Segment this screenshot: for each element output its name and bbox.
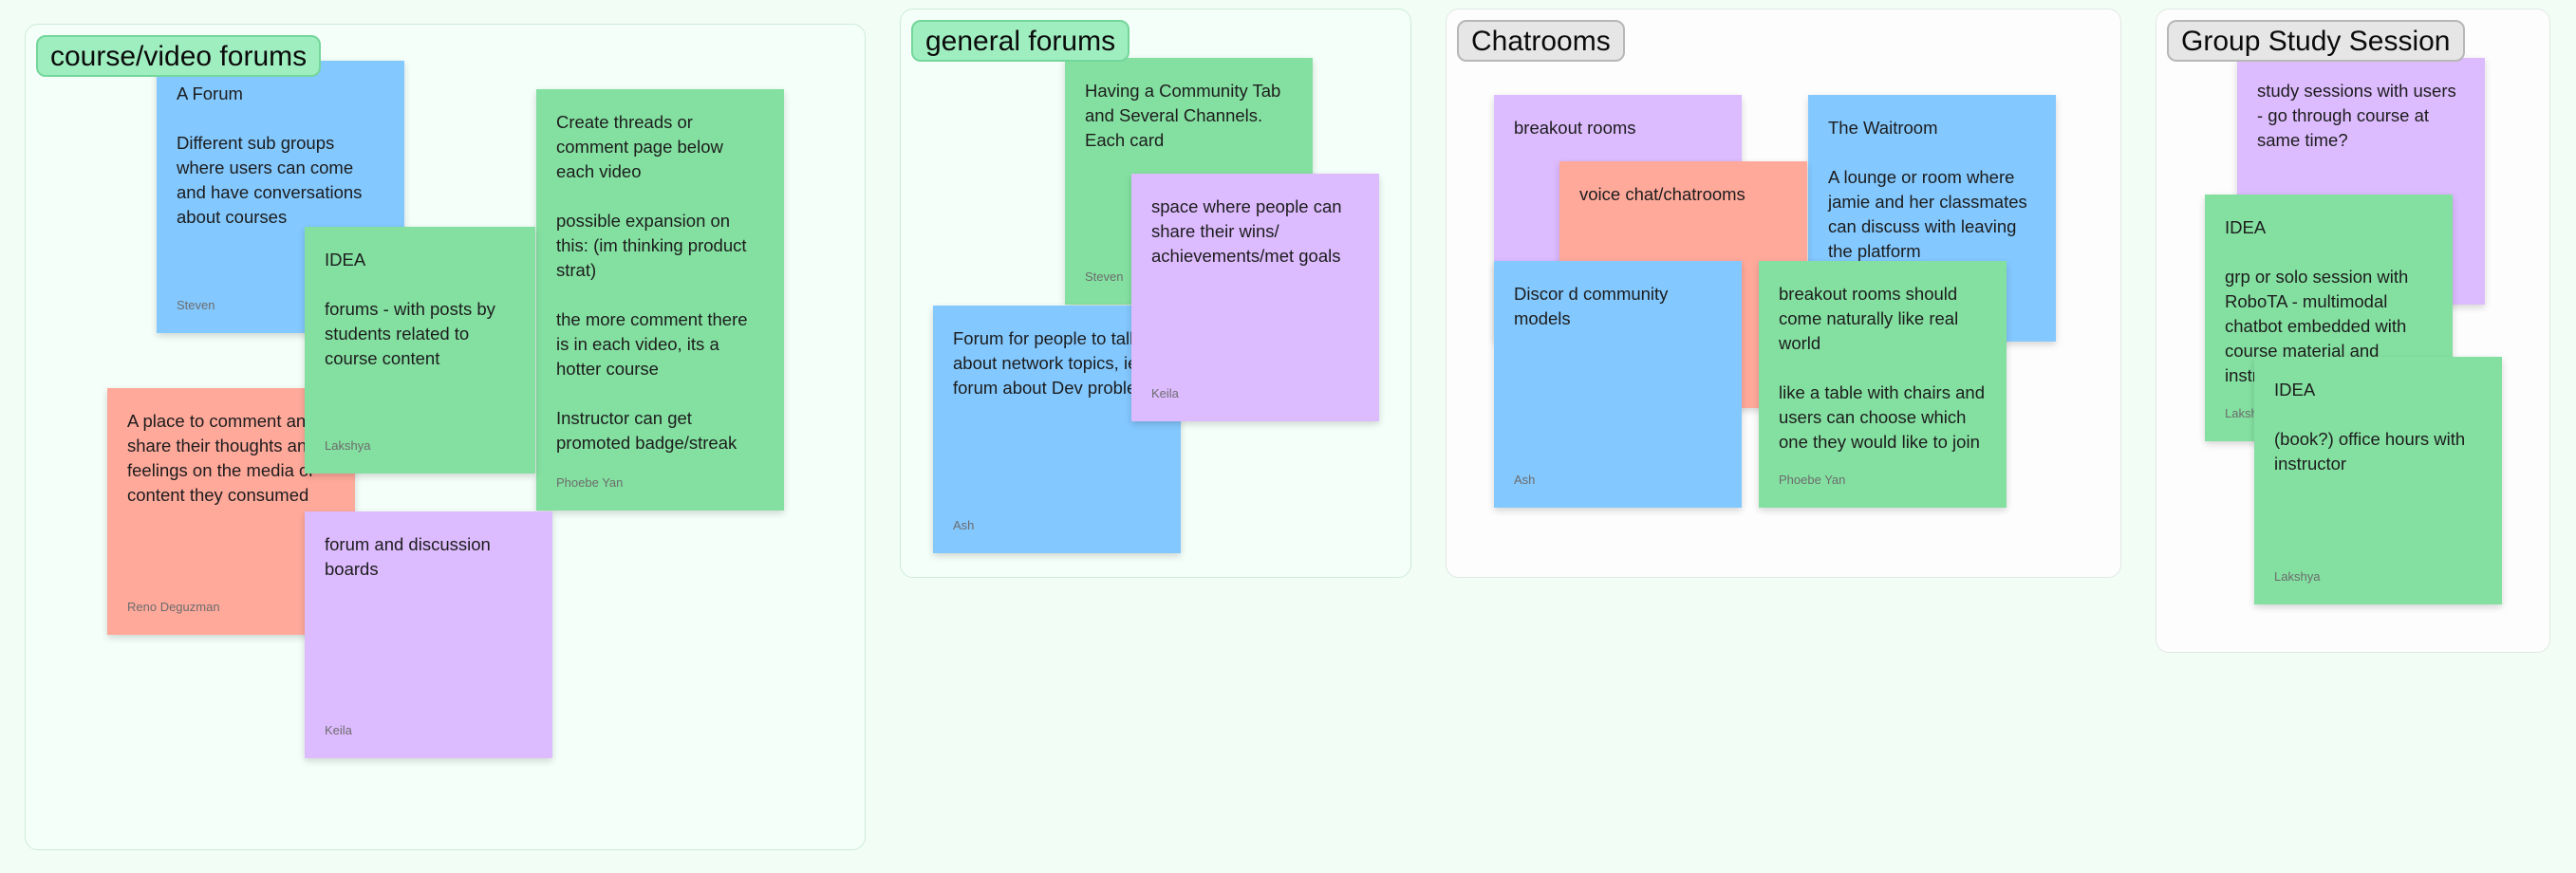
- note-text: Forum for people to talk about network t…: [953, 328, 1160, 398]
- sticky-note-discord-models[interactable]: Discor d community models Ash: [1494, 261, 1742, 508]
- note-text: Discor d community models: [1514, 284, 1669, 328]
- sticky-note-idea-office-hours[interactable]: IDEA (book?) office hours with instructo…: [2254, 357, 2502, 604]
- note-text: The Waitroom A lounge or room where jami…: [1828, 118, 2027, 261]
- note-text: breakout rooms should come naturally lik…: [1779, 284, 1985, 452]
- sticky-note-idea-forums[interactable]: IDEA forums - with posts by students rel…: [305, 227, 535, 474]
- note-text: study sessions with users - go through c…: [2257, 81, 2456, 150]
- note-text: forum and discussion boards: [325, 534, 491, 579]
- note-author: Steven: [177, 298, 215, 312]
- note-text: breakout rooms: [1514, 118, 1636, 138]
- note-author: Reno Deguzman: [127, 600, 220, 614]
- section-title-course-video-forums[interactable]: course/video forums: [36, 35, 322, 77]
- note-author: Lakshya: [2274, 569, 2321, 584]
- sticky-note-share-wins[interactable]: space where people can share their wins/…: [1131, 174, 1379, 421]
- note-text: IDEA forums - with posts by students rel…: [325, 250, 495, 368]
- section-title-general-forums[interactable]: general forums: [911, 20, 1130, 62]
- note-author: Phoebe Yan: [556, 475, 624, 490]
- note-author: Keila: [1151, 386, 1179, 400]
- sticky-note-discussion-boards[interactable]: forum and discussion boards Keila: [305, 511, 552, 758]
- note-text: Create threads or comment page below eac…: [556, 112, 748, 453]
- note-text: A Forum Different sub groups where users…: [177, 84, 363, 227]
- note-author: Ash: [953, 518, 975, 532]
- note-text: IDEA grp or solo session with RoboTA - m…: [2225, 217, 2409, 385]
- section-title-group-study-session[interactable]: Group Study Session: [2167, 20, 2465, 62]
- note-text: Having a Community Tab and Several Chann…: [1085, 81, 1281, 150]
- note-author: Ash: [1514, 473, 1536, 487]
- section-title-chatrooms[interactable]: Chatrooms: [1457, 20, 1625, 62]
- note-author: Steven: [1085, 269, 1124, 284]
- sticky-note-breakout-natural[interactable]: breakout rooms should come naturally lik…: [1759, 261, 2007, 508]
- note-author: Lakshya: [325, 438, 371, 453]
- note-text: voice chat/chatrooms: [1579, 184, 1745, 204]
- note-text: IDEA (book?) office hours with instructo…: [2274, 380, 2466, 474]
- note-text: space where people can share their wins/…: [1151, 196, 1342, 266]
- sticky-note-create-threads[interactable]: Create threads or comment page below eac…: [536, 89, 784, 511]
- note-text: A place to comment and share their thoug…: [127, 411, 317, 505]
- note-author: Keila: [325, 723, 352, 737]
- note-author: Phoebe Yan: [1779, 473, 1846, 487]
